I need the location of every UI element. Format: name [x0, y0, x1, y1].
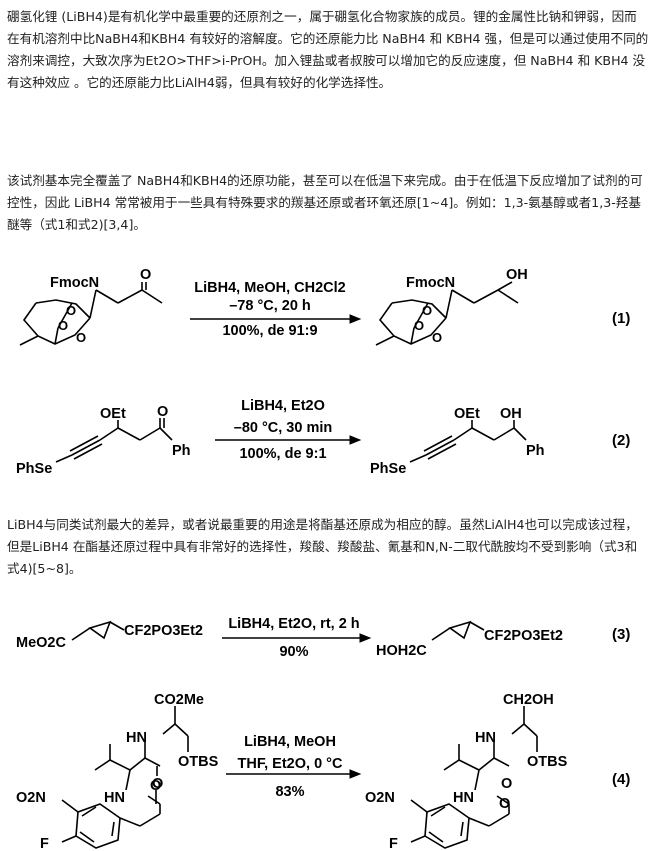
product-nitro-label: O2N — [365, 790, 395, 806]
ester-group-label: CO2Me — [154, 692, 204, 708]
scheme-3: MeO2C CF2PO3Et2 LiBH4, Et2O, rt, 2 h 90%… — [16, 616, 630, 660]
ketone-o-label: O — [140, 267, 151, 283]
product-alcohol-label: CH2OH — [503, 692, 554, 708]
product-phenyl-label: Ph — [526, 443, 545, 459]
otbs-label: OTBS — [178, 754, 219, 770]
scheme-4-starting-material — [61, 706, 189, 849]
hn-label-2: HN — [104, 790, 125, 806]
product-hn-label-1: HN — [475, 730, 496, 746]
scheme-2: OEt O Ph PhSe LiBH4, Et2O –80 °C, 30 min… — [16, 398, 630, 477]
product-ring-o-1: O — [422, 303, 432, 318]
scheme-1-starting-material — [19, 282, 163, 346]
ester-label: MeO2C — [16, 635, 66, 651]
ring-o-label-2: O — [58, 318, 68, 333]
amide-o-label-1: O — [152, 776, 163, 792]
arrowhead-icon — [349, 435, 362, 445]
arrowhead-icon — [359, 633, 372, 643]
arrowhead-icon — [349, 769, 362, 779]
nitro-label: O2N — [16, 790, 46, 806]
conditions-4-line3: 83% — [275, 784, 304, 800]
conditions-2-line2: –80 °C, 30 min — [234, 420, 332, 436]
paragraph-intro: 硼氢化锂 (LiBH4)是有机化学中最重要的还原剂之一，属于硼氢化合物家族的成员… — [7, 9, 649, 90]
product-fmocn-label: FmocN — [406, 275, 455, 291]
ring-o-label-3: O — [76, 330, 86, 345]
oet-label: OEt — [100, 406, 126, 422]
fmocn-label: FmocN — [50, 275, 99, 291]
conditions-2-line1: LiBH4, Et2O — [241, 398, 325, 414]
amide-o-label-2: O — [150, 778, 161, 794]
product-oh-label-2: OH — [500, 406, 522, 422]
scheme-4-product — [410, 706, 538, 849]
scheme-1-product — [375, 281, 519, 346]
conditions-4-line1: LiBH4, MeOH — [244, 734, 336, 750]
product-amide-o-label-1: O — [501, 776, 512, 792]
alcohol-label: HOH2C — [376, 643, 427, 659]
conditions-1-line1: LiBH4, MeOH, CH2Cl2 — [194, 280, 345, 296]
product-fluoro-label: F — [389, 836, 398, 851]
phosphonate-label: CF2PO3Et2 — [124, 623, 203, 639]
fluoro-label: F — [40, 836, 49, 851]
phenyl-label: Ph — [172, 443, 191, 459]
conditions-4-line2: THF, Et2O, 0 °C — [238, 756, 343, 772]
conditions-1-line2: –78 °C, 20 h — [229, 298, 311, 314]
hn-label-1: HN — [126, 730, 147, 746]
product-ring-o-3: O — [432, 330, 442, 345]
product-otbs-label: OTBS — [527, 754, 568, 770]
scheme-3-starting-material — [71, 620, 125, 641]
scheme-2-product — [409, 420, 527, 463]
conditions-3-line1: LiBH4, Et2O, rt, 2 h — [228, 616, 359, 632]
scheme-1: FmocN O O O O LiBH4, MeOH, CH2Cl2 –78 °C… — [19, 267, 630, 346]
scheme-2-starting-material — [55, 418, 173, 463]
product-amide-o-label-2: O — [499, 796, 510, 812]
product-phosphonate-label: CF2PO3Et2 — [484, 628, 563, 644]
equation-number-2: (2) — [612, 432, 630, 449]
equation-number-1: (1) — [612, 310, 630, 327]
equation-number-3: (3) — [612, 626, 630, 643]
ketone-o-label-2: O — [157, 404, 168, 420]
scheme-3-product — [431, 620, 485, 641]
equation-number-4: (4) — [612, 771, 630, 788]
product-phse-label: PhSe — [370, 461, 406, 477]
phse-label: PhSe — [16, 461, 52, 477]
conditions-2-line3: 100%, de 9:1 — [239, 446, 326, 462]
paragraph-ester-reduction: LiBH4与同类试剂最大的差异，或者说最重要的用途是将酯基还原成为相应的醇。虽然… — [7, 517, 638, 576]
arrowhead-icon — [349, 314, 362, 324]
conditions-3-line2: 90% — [279, 644, 308, 660]
product-ring-o-2: O — [414, 318, 424, 333]
scheme-4: CO2Me HN O OTBS HN O O2N F LiBH4, MeOH T… — [16, 692, 630, 851]
product-hn-label-2: HN — [453, 790, 474, 806]
product-oh-label: OH — [506, 267, 528, 283]
conditions-1-line3: 100%, de 91:9 — [222, 323, 317, 339]
ring-o-label-1: O — [66, 303, 76, 318]
paragraph-coverage: 该试剂基本完全覆盖了 NaBH4和KBH4的还原功能，甚至可以在低温下来完成。由… — [7, 173, 643, 232]
product-oet-label: OEt — [454, 406, 480, 422]
